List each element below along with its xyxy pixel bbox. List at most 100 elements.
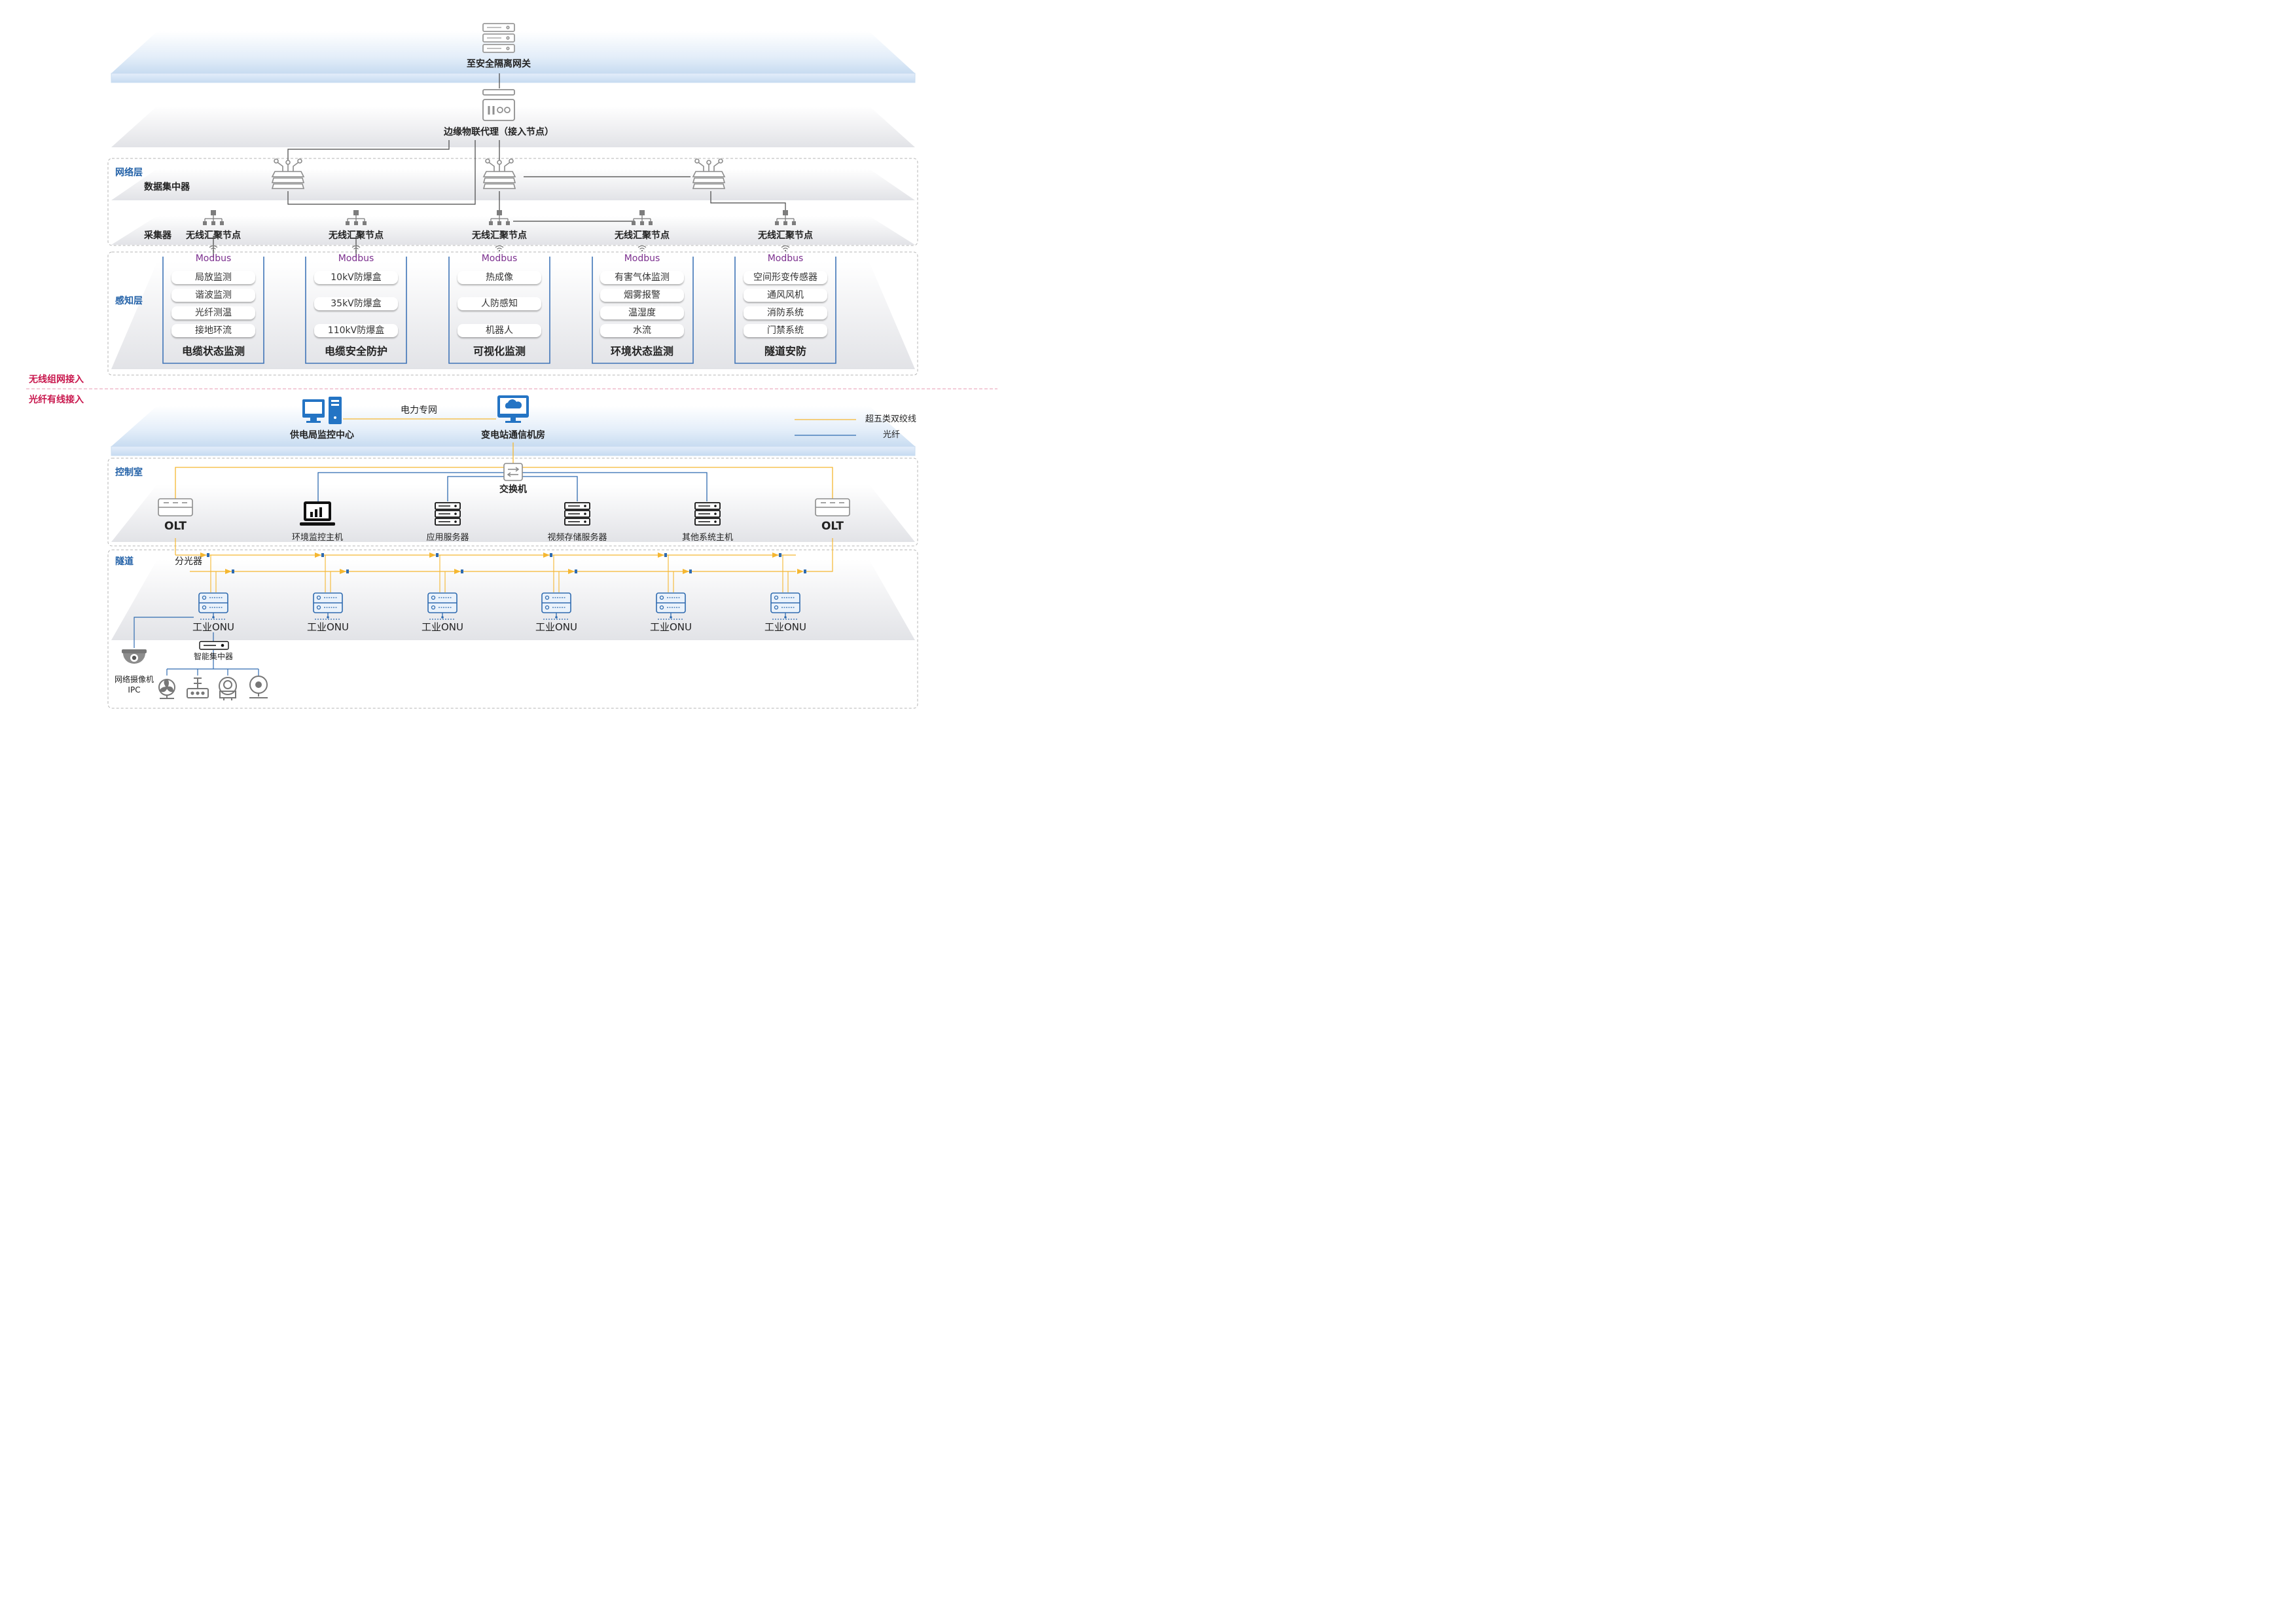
device-label-app: 应用服务器: [426, 533, 469, 543]
wifi-icon: [781, 245, 790, 252]
hierarchy-node-icon: [489, 210, 510, 225]
splitter-icon: [454, 569, 463, 574]
wifi-icon: [209, 245, 218, 252]
laptop-chart-icon: [300, 501, 335, 526]
splitter-icon: [568, 569, 577, 574]
camera-ipc-label: IPC: [128, 685, 141, 695]
hierarchy-node-icon: [775, 210, 796, 225]
node-label-4: 无线汇聚节点: [615, 230, 670, 241]
onu-drop-lines: [210, 555, 789, 592]
concentrator-label: 数据集中器: [144, 182, 190, 192]
platform-edge: [111, 106, 915, 147]
dome-camera-icon: [122, 649, 147, 664]
card-title-4: 环境状态监测: [610, 345, 674, 357]
collector-label: 采集器: [144, 230, 171, 241]
architecture-diagram: 至安全隔离网关 边缘物联代理（接入节点） 网络层 数据集中器 采集器 无线汇聚节…: [0, 0, 1026, 726]
hierarchy-node-icon: [346, 210, 367, 225]
industrial-onu-icon: [770, 592, 800, 620]
platform-collector: [111, 216, 915, 245]
gateway-label: 至安全隔离网关: [467, 59, 531, 69]
protocol-label-5: Modbus: [767, 253, 804, 264]
protocol-label-3: Modbus: [481, 253, 518, 264]
splitter-icon: [658, 552, 667, 558]
card-frame-2: [305, 257, 407, 364]
wireless-access-label: 无线组网接入: [29, 374, 84, 385]
industrial-onu-icon: [427, 592, 457, 620]
device-label-other: 其他系统主机: [681, 533, 734, 543]
switch-label: 交换机: [499, 484, 527, 495]
platform-tunnel: [111, 560, 915, 640]
concentrator-icon: [271, 158, 305, 189]
onu-label: 工业ONU: [535, 621, 578, 633]
fan-icon: [158, 678, 175, 699]
olt-left-icon: [158, 498, 193, 516]
server-icon: [694, 502, 721, 526]
router-device-icon: [187, 677, 209, 698]
splitter-icon: [772, 552, 781, 558]
concentrator-icon: [692, 158, 726, 189]
industrial-onu-icon: [198, 592, 228, 620]
hierarchy-node-icon: [203, 210, 224, 225]
node-label-3: 无线汇聚节点: [472, 230, 527, 241]
protocol-label-1: Modbus: [195, 253, 232, 264]
desktop-computer-icon: [302, 397, 342, 424]
control-room-title: 控制室: [115, 467, 143, 478]
private-net-label: 电力专网: [401, 405, 437, 416]
splitter-icon: [225, 569, 234, 574]
card-title-2: 电缆安全防护: [324, 345, 388, 357]
industrial-onu-icon: [541, 592, 571, 620]
sensor-chip: 10kV防爆盒: [314, 271, 398, 284]
sensor-chip: 机器人: [457, 324, 541, 337]
hierarchy-node-icon: [632, 210, 653, 225]
upper-links: [213, 73, 786, 257]
platform-control: [111, 484, 915, 542]
device-label-video: 视频存储服务器: [547, 533, 607, 543]
smart-concentrator-label: 智能集中器: [193, 652, 234, 661]
tunnel-title: 隧道: [115, 556, 134, 567]
switch-downlinks: [317, 472, 708, 501]
switch-icon: [503, 463, 523, 481]
splitters: [200, 552, 806, 574]
sensor-chip: 有害气体监测: [600, 271, 684, 284]
card-frame-1: [162, 257, 264, 364]
industrial-onu-icon: [313, 592, 343, 620]
protocol-label-4: Modbus: [624, 253, 660, 264]
sensor-chip: 消防系统: [744, 306, 827, 319]
olt-right-label: OLT: [821, 520, 844, 533]
wifi-icon: [351, 245, 361, 252]
sensor-chip: 通风风机: [744, 289, 827, 302]
monitor-center-label: 供电局监控中心: [290, 430, 354, 441]
splitter-icon: [340, 569, 349, 574]
wifi-icon: [637, 245, 647, 252]
sensor-chip: 光纤测温: [171, 306, 255, 319]
sensor-chip: 110kV防爆盒: [314, 324, 398, 337]
network-layer-title: 网络层: [115, 168, 143, 178]
card-frame-3: [448, 257, 550, 364]
smart-concentrator-icon: [199, 641, 229, 650]
sensor-chip: 35kV防爆盒: [314, 297, 398, 310]
node-label-2: 无线汇聚节点: [329, 230, 384, 241]
robot-helmet-icon: [219, 677, 237, 700]
onu-label: 工业ONU: [764, 621, 807, 633]
card-frame-5: [734, 257, 836, 364]
onu-label: 工业ONU: [421, 621, 464, 633]
splitter-icon: [797, 569, 806, 574]
camera-label: 网络摄像机: [114, 675, 154, 684]
gauge-sensor-icon: [249, 676, 268, 698]
platform-perception: [111, 262, 915, 369]
tunnel-fiber-lines: [175, 538, 833, 572]
splitter-icon: [429, 552, 439, 558]
splitter-icon: [200, 552, 209, 558]
tunnel-blue-links: [134, 617, 259, 676]
onu-label: 工业ONU: [306, 621, 350, 633]
sensor-chip: 谐波监测: [171, 289, 255, 302]
edge-agent-icon: [482, 89, 515, 121]
wifi-icon: [495, 245, 504, 252]
legend-twisted-pair: 超五类双绞线: [865, 414, 917, 424]
card-title-1: 电缆状态监测: [181, 345, 245, 357]
network-layer-zone: [107, 158, 918, 246]
card-title-3: 可视化监测: [473, 345, 526, 357]
fiber-access-label: 光纤有线接入: [29, 395, 84, 405]
server-icon: [564, 502, 590, 526]
server-icon: [435, 502, 461, 526]
